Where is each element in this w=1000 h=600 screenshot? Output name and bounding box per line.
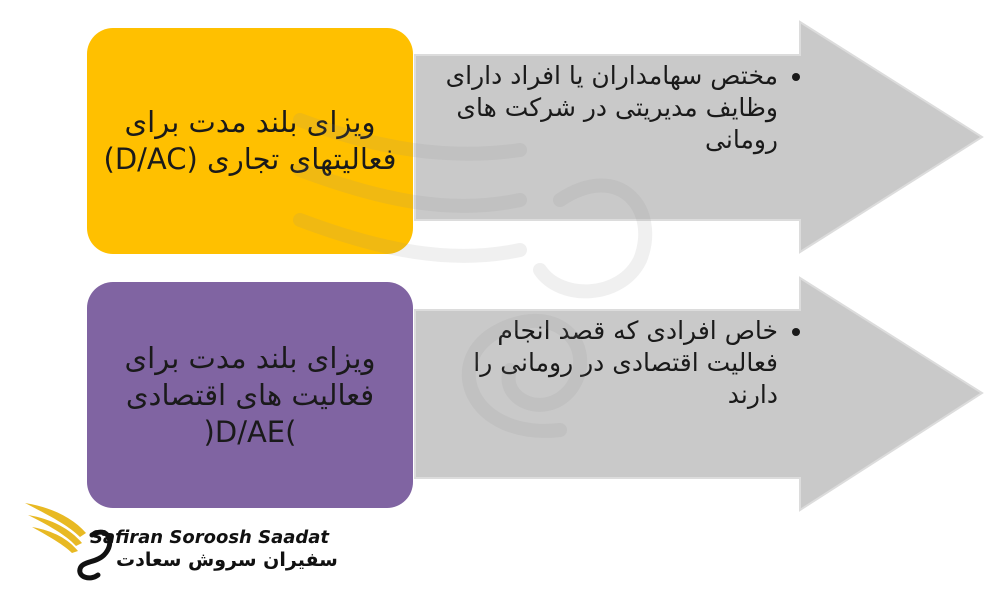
arrow-text-business: مختص سهامداران یا افراد دارای وظایف مدیر… [420, 60, 800, 156]
logo-text-en: Safiran Soroosh Saadat [90, 527, 330, 548]
visa-box-business-label: ویزای بلند مدت برای فعالیتهای تجاری (D/A… [103, 105, 397, 176]
visa-box-business: ویزای بلند مدت برای فعالیتهای تجاری (D/A… [87, 28, 413, 254]
arrow-shape-2 [414, 276, 984, 512]
bullet-business: مختص سهامداران یا افراد دارای وظایف مدیر… [420, 60, 778, 156]
bullet-economic: خاص افرادی که قصد انجام فعالیت اقتصادی د… [420, 315, 778, 411]
arrow-text-economic: خاص افرادی که قصد انجام فعالیت اقتصادی د… [420, 315, 800, 411]
logo-text-fa: سفیران سروش سعادت [116, 549, 338, 571]
winged-swan-logo-icon [25, 503, 113, 581]
visa-box-economic-label: ویزای بلند مدت برای فعالیت های اقتصادی (… [124, 340, 376, 449]
visa-box-economic: ویزای بلند مدت برای فعالیت های اقتصادی (… [87, 282, 413, 508]
arrow-shape-1 [414, 20, 984, 254]
company-logo: Safiran Soroosh Saadat سفیران سروش سعادت [20, 495, 338, 585]
